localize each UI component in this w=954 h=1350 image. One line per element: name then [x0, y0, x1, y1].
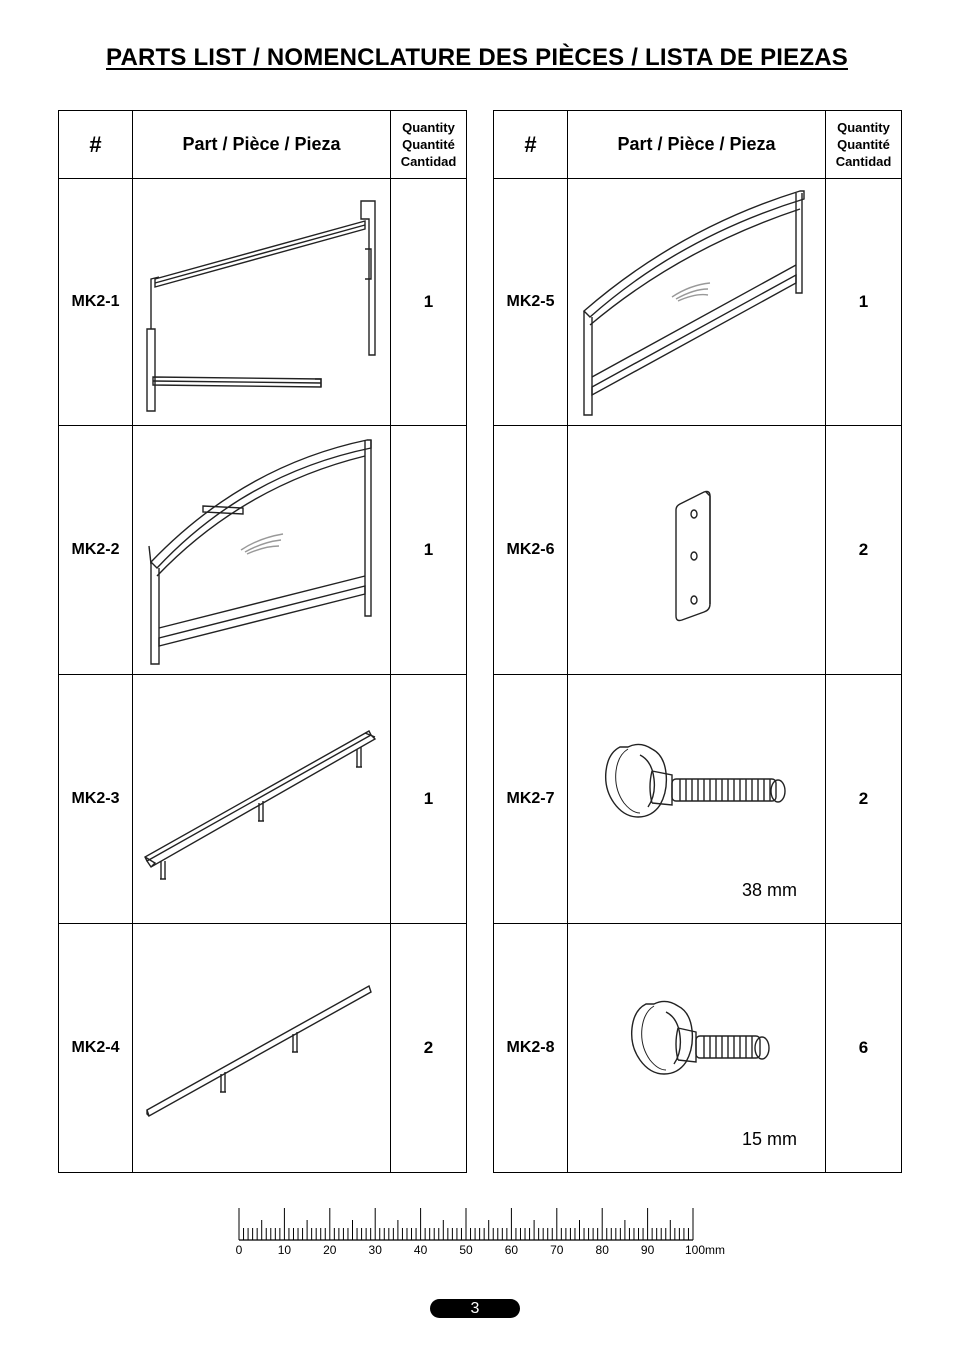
header-part: Part / Pièce / Pieza [132, 110, 391, 179]
table-row: MK2-3 1 [58, 674, 467, 924]
ruler-labels: 0 10 20 30 40 50 60 70 80 90 100mm [236, 1243, 725, 1257]
ruler-label: 90 [641, 1243, 655, 1257]
long-bolt-icon [604, 743, 786, 818]
ruler-label: 70 [550, 1243, 564, 1257]
part-quantity: 1 [390, 178, 467, 426]
ruler-label: 50 [459, 1243, 473, 1257]
header-number: # [58, 110, 133, 179]
part-image [132, 674, 391, 924]
header-quantity-es: Cantidad [400, 154, 457, 169]
page-number: 3 [430, 1299, 520, 1318]
center-rail-icon [144, 730, 377, 880]
part-code: MK2-6 [493, 425, 568, 675]
ruler-label: 20 [323, 1243, 337, 1257]
part-code: MK2-4 [58, 923, 133, 1173]
part-image [132, 425, 391, 675]
ruler-label: 0 [236, 1243, 243, 1257]
part-dimension: 15 mm [741, 1129, 797, 1149]
header-quantity: Quantity Quantité Cantidad [390, 110, 467, 179]
side-rail-frame-icon [146, 200, 376, 412]
page-title: PARTS LIST / NOMENCLATURE DES PIÈCES / L… [106, 44, 848, 71]
part-code: MK2-2 [58, 425, 133, 675]
table-row: MK2-6 2 [493, 425, 902, 675]
ruler-label: 80 [596, 1243, 610, 1257]
ruler-label: 40 [414, 1243, 428, 1257]
ruler-ticks [238, 1208, 694, 1240]
part-dimension: 38 mm [741, 880, 797, 900]
header-quantity-fr: Quantité [402, 137, 455, 152]
part-image: 15 mm [567, 923, 826, 1173]
part-image [567, 178, 826, 426]
part-image [132, 923, 391, 1173]
part-image [567, 425, 826, 675]
headboard-icon [148, 439, 372, 665]
header-quantity-es: Cantidad [835, 154, 892, 169]
slat-icon [146, 984, 372, 1118]
table-row: MK2-7 38 mm 2 [493, 674, 902, 924]
header-quantity: Quantity Quantité Cantidad [825, 110, 902, 179]
header-number: # [493, 110, 568, 179]
ruler-label: 60 [505, 1243, 519, 1257]
table-row: MK2-4 2 [58, 923, 467, 1173]
ruler-label: 100mm [685, 1243, 725, 1257]
part-image [132, 178, 391, 426]
short-bolt-icon [630, 1000, 770, 1075]
parts-table-left: # Part / Pièce / Pieza Quantity Quantité… [58, 110, 467, 1173]
part-quantity: 2 [390, 923, 467, 1173]
parts-table-right: # Part / Pièce / Pieza Quantity Quantité… [493, 110, 902, 1173]
part-code: MK2-3 [58, 674, 133, 924]
part-quantity: 2 [825, 425, 902, 675]
part-code: MK2-7 [493, 674, 568, 924]
table-header-row: # Part / Pièce / Pieza Quantity Quantité… [493, 110, 902, 179]
table-row: MK2-8 15 mm 6 [493, 923, 902, 1173]
part-quantity: 2 [825, 674, 902, 924]
footboard-icon [582, 190, 805, 416]
part-code: MK2-5 [493, 178, 568, 426]
part-quantity: 1 [825, 178, 902, 426]
measurement-ruler: 0 10 20 30 40 50 60 70 80 90 100mm [236, 1208, 725, 1257]
part-quantity: 1 [390, 674, 467, 924]
part-quantity: 1 [390, 425, 467, 675]
bracket-plate-icon [675, 490, 711, 622]
table-row: MK2-5 1 [493, 178, 902, 426]
part-quantity: 6 [825, 923, 902, 1173]
header-part: Part / Pièce / Pieza [567, 110, 826, 179]
table-row: MK2-1 1 [58, 178, 467, 426]
header-quantity-en: Quantity [402, 120, 455, 135]
ruler-label: 30 [369, 1243, 383, 1257]
table-row: MK2-2 1 [58, 425, 467, 675]
header-quantity-en: Quantity [837, 120, 890, 135]
part-code: MK2-8 [493, 923, 568, 1173]
part-image: 38 mm [567, 674, 826, 924]
table-header-row: # Part / Pièce / Pieza Quantity Quantité… [58, 110, 467, 179]
part-code: MK2-1 [58, 178, 133, 426]
ruler-label: 10 [278, 1243, 292, 1257]
header-quantity-fr: Quantité [837, 137, 890, 152]
